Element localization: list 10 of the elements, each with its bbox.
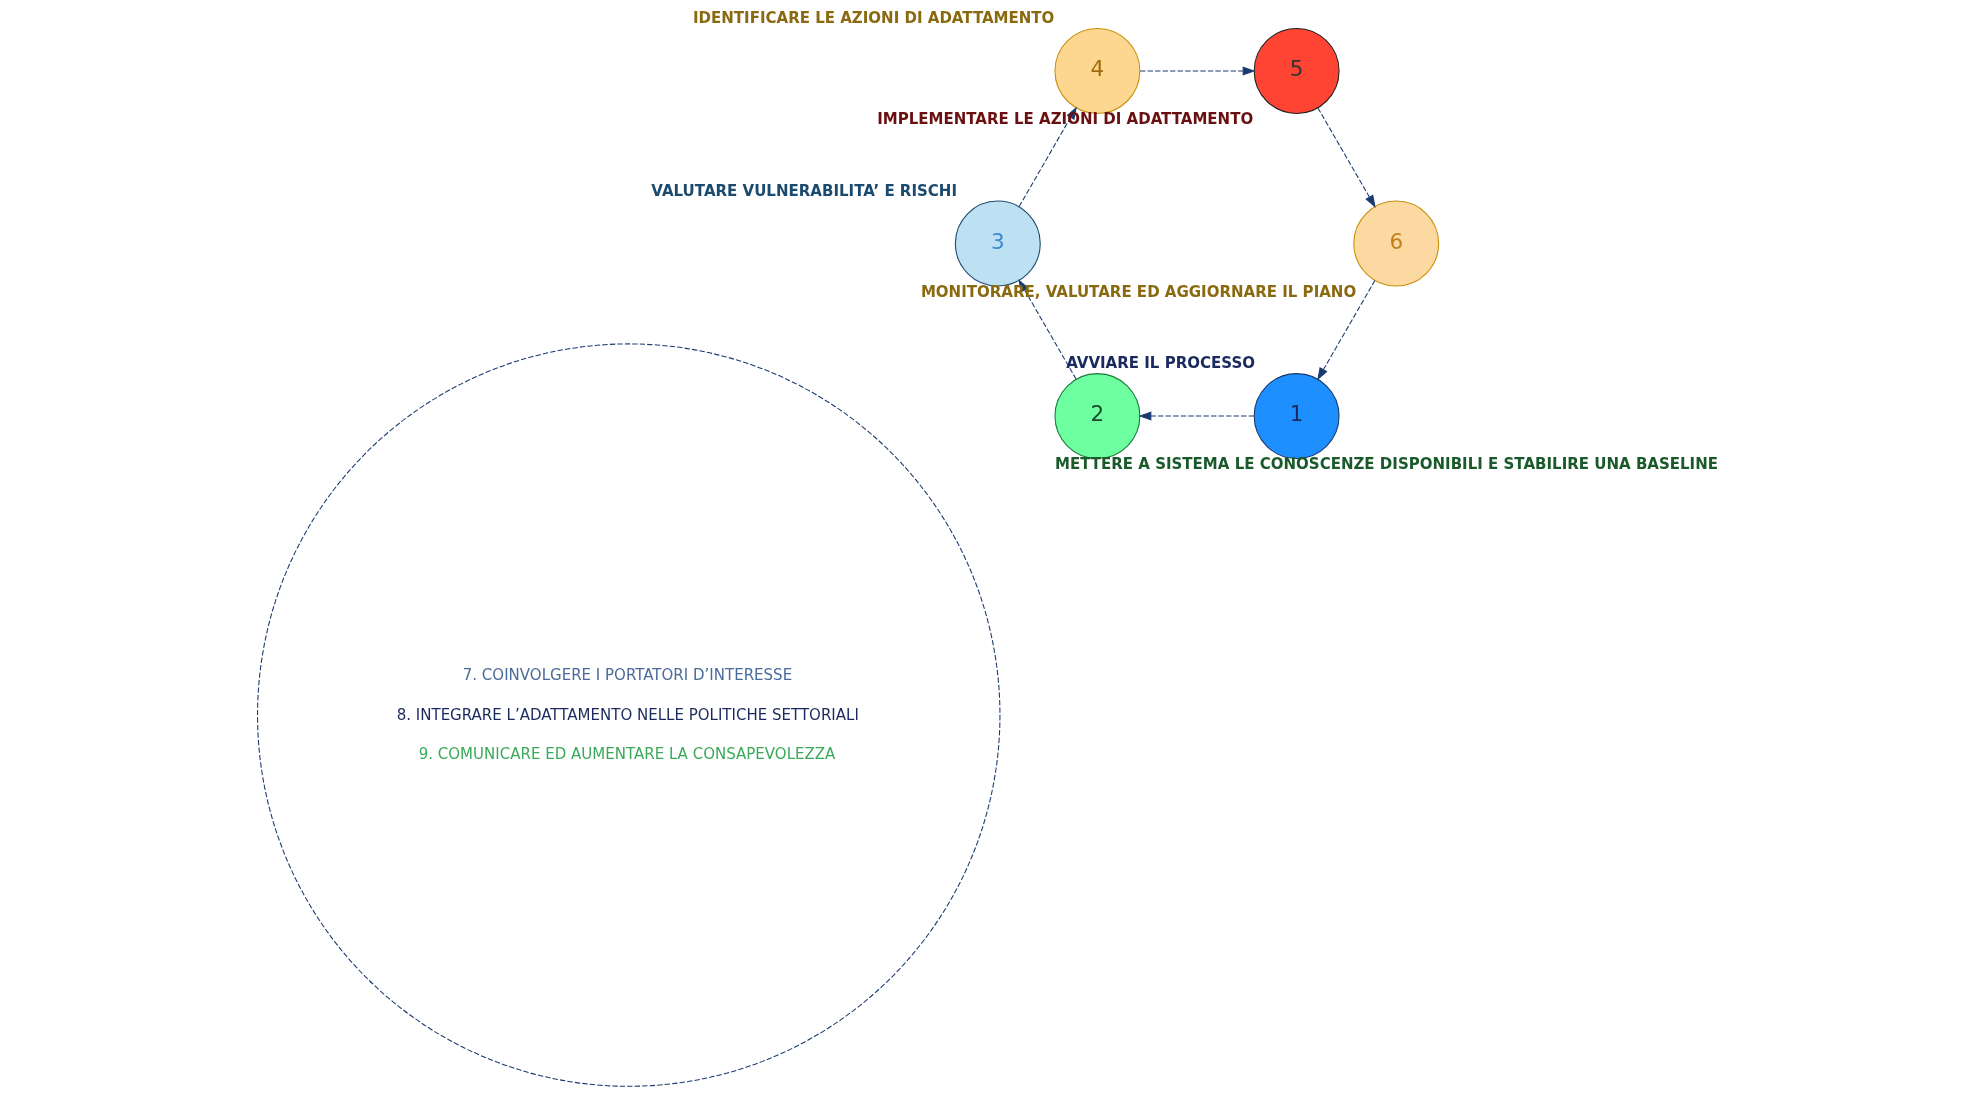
node-circle: 6 (1353, 200, 1440, 287)
arrow (1139, 66, 1256, 76)
node-label: AVVIARE IL PROCESSO (1066, 354, 1256, 373)
node-label: VALUTARE VULNERABILITA’ E RISCHI (651, 181, 957, 200)
arrow (1317, 280, 1376, 381)
arrow (1138, 411, 1255, 421)
node-circle: 5 (1253, 28, 1340, 114)
node-circle: 7. COINVOLGERE I PORTATORI D’INTERESSE 8. INTEGRARE L’ADATTAMENTO NELLE POLITICHE SETTORIALI 9. COMUNICARE ED AUMENTARE LA CONSAPEVOLEZZA (257, 343, 1001, 1087)
node-label: IDENTIFICARE LE AZIONI DI ADATTAMENTO (692, 9, 1055, 28)
arrow (1317, 107, 1376, 208)
